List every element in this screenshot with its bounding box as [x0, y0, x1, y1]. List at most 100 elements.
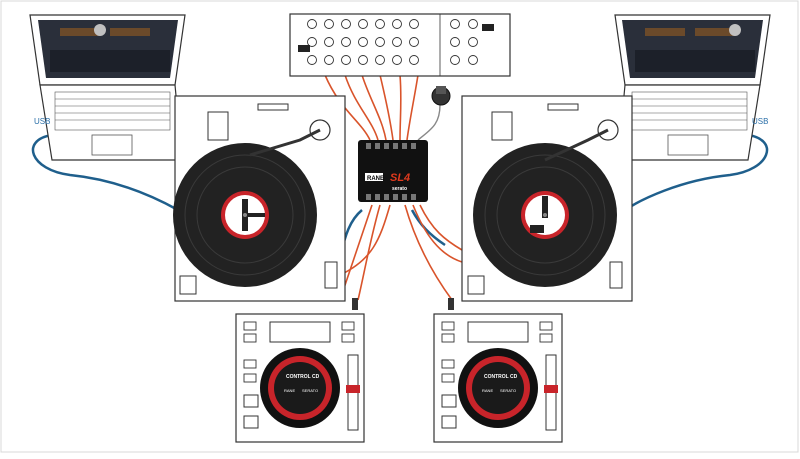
mixer-knob: [468, 37, 478, 47]
record-groove: [184, 154, 306, 276]
cdj-small-button: [441, 321, 455, 331]
interface-jack: [393, 143, 398, 149]
interface-jack: [384, 194, 389, 200]
mixer-logo: [298, 45, 310, 52]
mixer-knob: [392, 37, 402, 47]
interface-jack: [366, 194, 371, 200]
interface-jack: [375, 194, 380, 200]
mixer-knob: [392, 55, 402, 65]
screen-record-icon: [729, 24, 741, 36]
mixer: [289, 13, 511, 77]
cue-knob-top: [436, 86, 446, 94]
interface-jack: [411, 194, 416, 200]
laptop-trackpad: [667, 134, 709, 156]
cdj-jogwheel-center: [274, 362, 326, 414]
mixer-knob: [307, 55, 317, 65]
audio-cable: [412, 204, 463, 263]
cdj-buttons: [243, 321, 355, 383]
cdj-small-button: [441, 373, 455, 383]
laptop-base: [39, 84, 183, 161]
tonearm-base: [597, 119, 619, 141]
audio-cable: [399, 74, 402, 141]
audio-cable: [419, 204, 463, 251]
screen-waveform: [695, 28, 735, 36]
audio-cable: [344, 74, 379, 141]
cdj-cue-button: [441, 394, 457, 408]
audio-cable: [339, 204, 391, 276]
cdj-pitch-knob: [544, 385, 558, 393]
audio-cables: [324, 74, 463, 301]
cdj-jogwheel-center: [472, 362, 524, 414]
cdj-small-button: [341, 321, 355, 331]
cdj-display: [467, 321, 529, 343]
cdj-small-button: [243, 333, 257, 343]
cdj-right: CONTROL CD RANE SERATO: [433, 313, 563, 443]
mixer-knob: [375, 55, 385, 65]
mixer-knob: [358, 37, 368, 47]
mixer-knob: [392, 19, 402, 29]
tonearm-base: [309, 119, 331, 141]
cdj-sub: SERATO: [302, 388, 318, 393]
audio-cable: [406, 74, 419, 141]
cdj-play-button: [441, 415, 457, 429]
mixer-knob: [375, 19, 385, 29]
mixer-knob: [358, 55, 368, 65]
interface-software: serato: [392, 186, 407, 192]
mixer-knob: [341, 19, 351, 29]
screen-library: [50, 50, 170, 72]
laptop-right: USB: [614, 14, 771, 161]
mixer-knob: [450, 37, 460, 47]
interface-jack: [411, 143, 416, 149]
pitch-slider: [609, 261, 623, 289]
mixer-knob: [409, 55, 419, 65]
cdj-play-button: [243, 415, 259, 429]
screen-library: [635, 50, 755, 72]
cdj-display: [269, 321, 331, 343]
mixer-knob: [324, 37, 334, 47]
record-label-mark: [530, 225, 544, 233]
turntable-logo-plate: [257, 103, 289, 111]
turntable-right: [461, 95, 633, 302]
interface-jack: [402, 143, 407, 149]
cdj-small-button: [539, 321, 553, 331]
cdj-label: CONTROL CD: [484, 374, 518, 380]
record-label-mark: [245, 213, 265, 217]
turntable-left: [173, 95, 346, 302]
mixer-knob: [468, 19, 478, 29]
usb-cable-left-laptop: [31, 133, 179, 212]
interface-brand: RANE: [367, 176, 384, 182]
cdj-brand: RANE: [482, 388, 493, 393]
laptop-keyboard: [631, 91, 748, 131]
mixer-knob: [307, 19, 317, 29]
interface-jacks: [366, 143, 416, 200]
interface-jack: [402, 194, 407, 200]
record-label-mark: [542, 196, 548, 218]
mixer-knob: [450, 19, 460, 29]
audio-cable: [379, 74, 394, 141]
cdj-buttons: [441, 321, 553, 383]
laptop-trackpad: [91, 134, 133, 156]
tonearm: [544, 128, 609, 162]
mixer-logo: [482, 24, 494, 31]
cdj-small-button: [441, 333, 455, 343]
screen-waveform: [645, 28, 685, 36]
usb-label-left: USB: [34, 117, 50, 126]
laptop-base: [617, 84, 761, 161]
usb-cable-right-laptop: [624, 133, 769, 212]
interface-jack: [375, 143, 380, 149]
mixer-knob: [409, 19, 419, 29]
laptop-left: USB: [29, 14, 186, 161]
mixer-knob: [307, 37, 317, 47]
laptop-keyboard: [54, 91, 171, 131]
mixer-knob: [409, 37, 419, 47]
tonearm: [249, 128, 321, 157]
cdj-small-button: [243, 359, 257, 369]
spindle: [243, 213, 247, 217]
usb-label-right: USB: [752, 117, 768, 126]
mixer-knob: [341, 37, 351, 47]
record-groove: [484, 154, 606, 276]
rca-plug: [448, 298, 454, 310]
audio-cable: [404, 204, 453, 301]
